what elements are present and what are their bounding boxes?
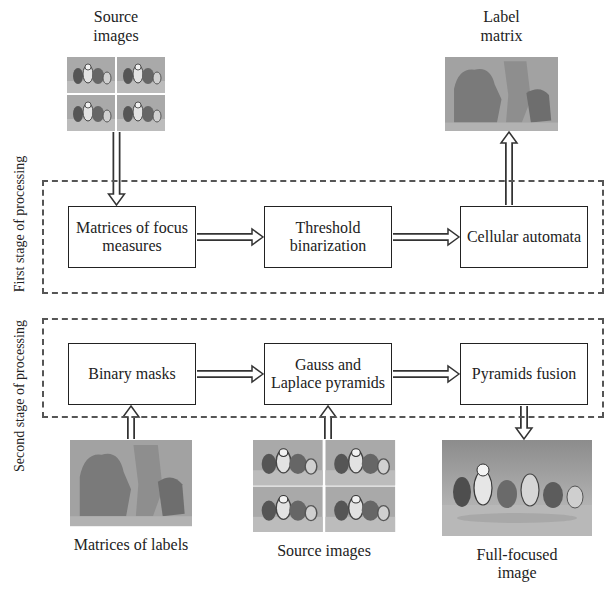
hollow-arrow xyxy=(501,132,517,205)
stage-label: Second stage of processing xyxy=(12,320,28,472)
hollow-arrow xyxy=(393,229,459,245)
picture-node: Full-focused image xyxy=(442,440,592,536)
box-label: Matrices of focus measures xyxy=(74,219,190,256)
arrow-shaft-inner xyxy=(197,372,255,377)
arrow-shaft-inner xyxy=(522,406,527,431)
figure xyxy=(543,482,563,508)
arrow-shaft-inner xyxy=(507,140,512,205)
hollow-arrow xyxy=(123,406,139,439)
hollow-arrow xyxy=(197,366,263,382)
box-label: Pyramids fusion xyxy=(472,365,576,383)
figure xyxy=(521,474,539,506)
picture-node: Label matrix xyxy=(445,57,558,131)
box-label: Cellular automata xyxy=(467,228,581,246)
stage-label: First stage of processing xyxy=(12,156,28,292)
box-label: Threshold binarization xyxy=(270,219,386,256)
process-box: Threshold binarization xyxy=(264,206,392,268)
picture-node: Source images xyxy=(253,440,395,532)
matrices-of-labels-picture xyxy=(70,440,192,526)
picture-node: Matrices of labels xyxy=(70,440,192,526)
process-box: Cellular automata xyxy=(460,206,588,268)
reflection xyxy=(457,513,577,523)
image-tile xyxy=(326,440,396,485)
label-map xyxy=(70,440,192,526)
picture-node: Source images xyxy=(67,57,165,131)
image-tile xyxy=(117,57,165,93)
image-caption: Label matrix xyxy=(470,8,534,45)
hollow-arrow xyxy=(516,406,532,439)
label-matrix-picture xyxy=(445,57,558,131)
stage-band: Second stage of processingBinary masksGa… xyxy=(42,318,604,418)
stage-band: First stage of processingMatrices of foc… xyxy=(42,180,604,294)
hollow-arrow xyxy=(393,366,459,382)
image-caption: Matrices of labels xyxy=(46,536,216,554)
image-caption: Source images xyxy=(80,8,152,45)
hollow-arrow xyxy=(320,406,336,439)
photo-ground xyxy=(442,440,592,536)
photo-floor xyxy=(442,505,592,536)
arrow-shaft-inner xyxy=(393,235,451,240)
full-focused-picture xyxy=(442,440,592,536)
figure xyxy=(567,486,583,508)
figure xyxy=(497,480,517,508)
image-tile xyxy=(253,487,323,532)
image-tile xyxy=(117,95,165,131)
process-box: Matrices of focus measures xyxy=(68,206,196,268)
figure xyxy=(477,464,489,476)
hollow-arrow xyxy=(109,132,125,205)
image-tile xyxy=(67,57,115,93)
image-caption: Full-focused image xyxy=(465,546,569,583)
arrow-shaft-inner xyxy=(114,132,119,197)
image-tile xyxy=(326,487,396,532)
box-label: Gauss and Laplace pyramids xyxy=(270,356,386,393)
source-images-picture xyxy=(67,57,165,131)
process-box: Binary masks xyxy=(68,343,196,405)
image-caption: Source images xyxy=(239,542,409,560)
arrow-shaft-inner xyxy=(197,235,255,240)
process-box: Pyramids fusion xyxy=(460,343,588,405)
hollow-arrow xyxy=(197,229,263,245)
arrow-shaft-inner xyxy=(393,372,451,377)
figure xyxy=(453,477,471,507)
box-label: Binary masks xyxy=(88,365,176,383)
image-tile xyxy=(253,440,323,485)
image-tile xyxy=(67,95,115,131)
source-images-picture xyxy=(253,440,395,532)
process-box: Gauss and Laplace pyramids xyxy=(264,343,392,405)
label-map xyxy=(445,57,558,131)
